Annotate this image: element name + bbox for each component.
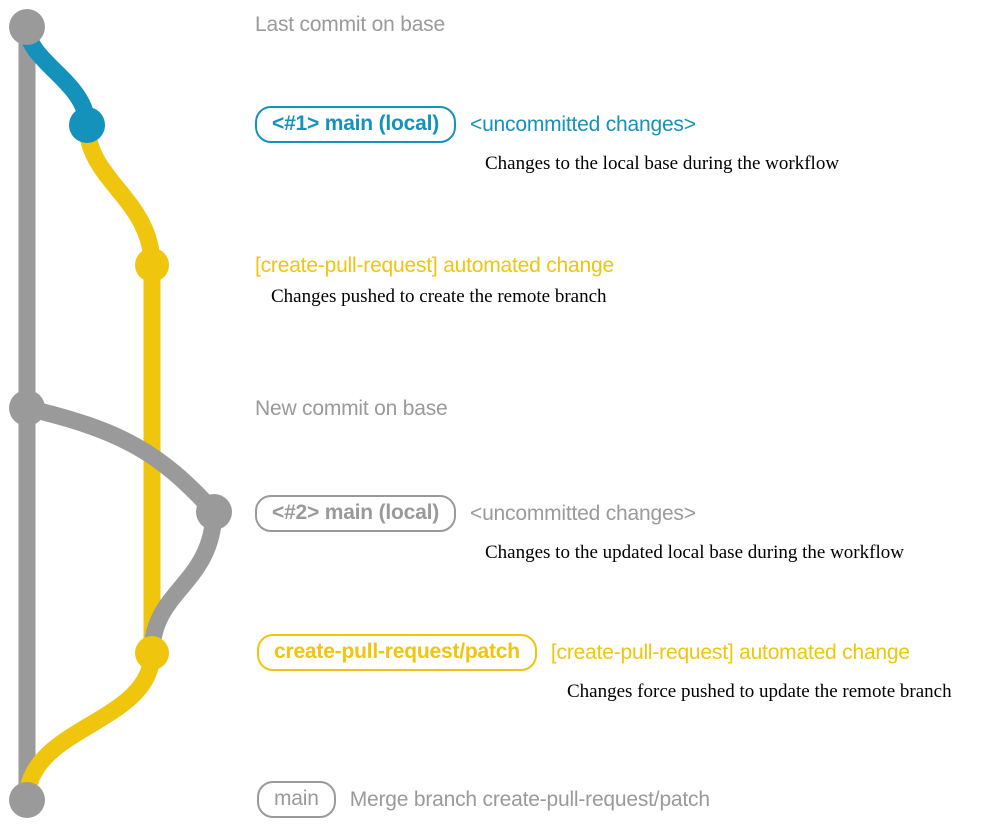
ref-pill-main[interactable]: main xyxy=(257,781,336,818)
commit-subject: [create-pull-request] automated change xyxy=(550,641,910,664)
annotation-merge-commit: main Merge branch create-pull-request/pa… xyxy=(257,781,710,818)
annotation-head: main Merge branch create-pull-request/pa… xyxy=(257,781,710,818)
node-base-last[interactable] xyxy=(9,9,45,45)
annotation-head: [create-pull-request] automated change xyxy=(255,255,614,276)
commit-description: Changes to the updated local base during… xyxy=(485,542,904,563)
edge-local2-to-patch2 xyxy=(143,503,223,662)
commit-subject: New commit on base xyxy=(255,397,448,420)
annotation-last-commit-on-base: Last commit on base xyxy=(255,14,445,35)
annotation-new-commit-on-base: New commit on base xyxy=(255,397,448,420)
ref-pill-main-local-1[interactable]: <#1> main (local) xyxy=(255,106,457,143)
annotation-head: New commit on base xyxy=(255,397,448,420)
edge-patch2-to-merge xyxy=(18,644,161,809)
node-base-new[interactable] xyxy=(9,390,45,426)
annotation-head: create-pull-request/patch [create-pull-r… xyxy=(257,634,952,671)
commit-subject: Last commit on base xyxy=(255,13,445,36)
commit-subject: <uncommitted changes> xyxy=(470,113,696,136)
annotation-patch-commit-2: create-pull-request/patch [create-pull-r… xyxy=(257,634,952,701)
annotation-patch-commit-1: [create-pull-request] automated change C… xyxy=(255,255,614,306)
annotation-head: <#2> main (local) <uncommitted changes> xyxy=(255,495,904,532)
node-local-2[interactable] xyxy=(196,494,232,530)
commit-description: Changes pushed to create the remote bran… xyxy=(271,286,607,307)
node-patch-1[interactable] xyxy=(135,248,169,282)
commit-subject: [create-pull-request] automated change xyxy=(255,254,614,277)
commit-description: Changes to the local base during the wor… xyxy=(485,153,840,174)
ref-pill-create-pull-request-patch[interactable]: create-pull-request/patch xyxy=(257,634,537,671)
annotation-local-commit-1: <#1> main (local) <uncommitted changes> … xyxy=(255,106,839,173)
annotation-head: <#1> main (local) <uncommitted changes> xyxy=(255,106,839,143)
edge-basenew-to-local2 xyxy=(18,399,223,521)
ref-pill-main-local-2[interactable]: <#2> main (local) xyxy=(255,495,457,532)
node-local-1[interactable] xyxy=(69,107,105,143)
commit-subject: Merge branch create-pull-request/patch xyxy=(349,788,710,811)
edge-local1-to-patch1 xyxy=(78,116,161,274)
node-patch-2[interactable] xyxy=(135,636,169,670)
commit-description: Changes force pushed to update the remot… xyxy=(567,681,952,702)
annotation-local-commit-2: <#2> main (local) <uncommitted changes> … xyxy=(255,495,904,562)
node-base-merge[interactable] xyxy=(9,782,45,818)
commit-subject: <uncommitted changes> xyxy=(470,502,696,525)
annotation-head: Last commit on base xyxy=(255,14,445,35)
